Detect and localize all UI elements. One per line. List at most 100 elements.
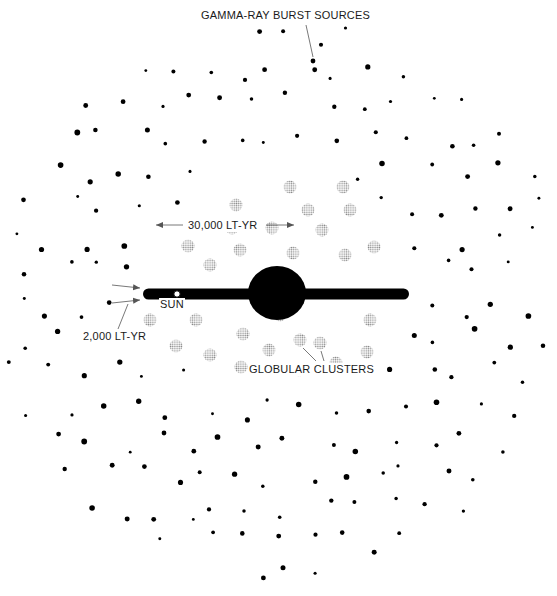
burst-source-dot <box>397 531 401 535</box>
globular-cluster <box>263 344 276 357</box>
burst-source-dot <box>507 260 510 263</box>
globular-cluster <box>339 249 352 262</box>
burst-source-dot <box>313 480 317 484</box>
burst-source-dot <box>381 471 385 475</box>
burst-source-dot <box>278 515 282 519</box>
burst-source-dot <box>23 346 27 350</box>
burst-source-dot <box>387 367 392 372</box>
burst-source-dot <box>531 226 534 229</box>
burst-source-dot <box>217 95 222 100</box>
burst-source-dot <box>283 91 287 95</box>
burst-source-dot <box>161 105 164 108</box>
burst-source-dot <box>242 509 245 512</box>
burst-source-dot <box>15 232 18 235</box>
burst-source-dot <box>389 100 392 103</box>
dimension-arrow <box>156 225 183 226</box>
burst-source-dot <box>207 507 211 511</box>
burst-source-dot <box>508 345 513 350</box>
burst-source-dot <box>335 411 338 414</box>
burst-source-dot <box>465 315 469 319</box>
galactic-bulge <box>248 266 306 320</box>
globular-cluster <box>294 334 307 347</box>
burst-source-dot <box>144 69 147 72</box>
burst-source-dot <box>332 105 336 109</box>
burst-source-dot <box>365 64 370 69</box>
burst-source-dot <box>433 97 436 100</box>
burst-source-dot <box>250 97 254 101</box>
text-label: GLOBULAR CLUSTERS <box>248 363 375 376</box>
burst-source-dot <box>89 505 95 511</box>
burst-source-dot <box>276 534 281 539</box>
burst-source-dot <box>140 375 143 378</box>
globular-cluster <box>182 240 195 253</box>
burst-source-dot <box>402 75 406 79</box>
burst-source-dot <box>125 517 130 522</box>
burst-source-dot <box>447 469 452 474</box>
burst-source-dot <box>186 93 191 98</box>
burst-source-dot <box>465 174 470 179</box>
burst-source-dot <box>94 209 98 213</box>
burst-source-dot <box>433 367 438 372</box>
burst-source-dot <box>62 467 66 471</box>
burst-source-dot <box>121 99 126 104</box>
burst-source-dot <box>379 161 385 167</box>
burst-source-dot <box>412 246 416 250</box>
burst-source-dot <box>314 572 317 575</box>
burst-source-dot <box>372 550 377 555</box>
burst-source-dot <box>473 206 477 210</box>
globular-cluster <box>266 222 279 235</box>
burst-source-dot <box>501 450 505 454</box>
burst-source-dot <box>512 414 516 418</box>
burst-source-dot <box>447 259 451 263</box>
burst-source-dot <box>462 509 465 512</box>
burst-source-dot <box>396 464 399 467</box>
globular-cluster <box>368 241 381 254</box>
burst-source-dot <box>456 431 461 436</box>
burst-source-dot <box>117 359 122 364</box>
burst-source-dot <box>366 409 371 414</box>
burst-source-dot <box>46 363 50 367</box>
burst-source-dot <box>344 26 347 29</box>
burst-source-dot <box>22 272 27 277</box>
burst-source-dot <box>374 130 378 134</box>
globular-cluster <box>234 244 247 257</box>
burst-source-dot <box>55 329 60 334</box>
burst-source-dot <box>430 163 434 167</box>
burst-source-dot <box>240 531 245 536</box>
burst-source-dot <box>76 195 79 198</box>
burst-source-dot <box>332 443 336 447</box>
burst-source-dot <box>422 502 426 506</box>
dimension-arrow <box>112 285 140 288</box>
burst-source-dot <box>138 204 141 207</box>
burst-source-dot <box>495 160 500 165</box>
burst-source-dot <box>175 200 180 205</box>
burst-source-dot <box>434 399 440 405</box>
burst-source-dot <box>124 264 129 269</box>
leader-line <box>321 351 324 361</box>
burst-source-dot <box>380 196 383 199</box>
burst-source-dot <box>70 413 73 416</box>
burst-source-dot <box>295 134 299 138</box>
burst-source-dot <box>202 139 206 143</box>
burst-source-dot <box>107 300 112 305</box>
globular-cluster <box>144 314 157 327</box>
globular-cluster <box>314 337 327 350</box>
burst-source-dot <box>311 59 316 64</box>
burst-source-dot <box>81 439 87 445</box>
text-label: GAMMA-RAY BURST SOURCES <box>200 9 371 22</box>
text-label: 30,000 LT-YR <box>187 219 258 232</box>
burst-source-dot <box>101 403 106 408</box>
dimension-arrow <box>266 225 294 226</box>
burst-source-dot <box>430 304 434 308</box>
burst-source-dot <box>163 142 167 146</box>
burst-source-dot <box>24 414 27 417</box>
burst-source-dot <box>136 399 141 404</box>
burst-source-dot <box>145 128 150 133</box>
burst-source-dot <box>537 197 540 200</box>
globular-cluster <box>344 204 357 217</box>
burst-source-dot <box>7 360 11 364</box>
burst-source-dot <box>115 171 120 176</box>
burst-source-dot <box>191 449 196 454</box>
burst-source-dot <box>279 436 284 441</box>
